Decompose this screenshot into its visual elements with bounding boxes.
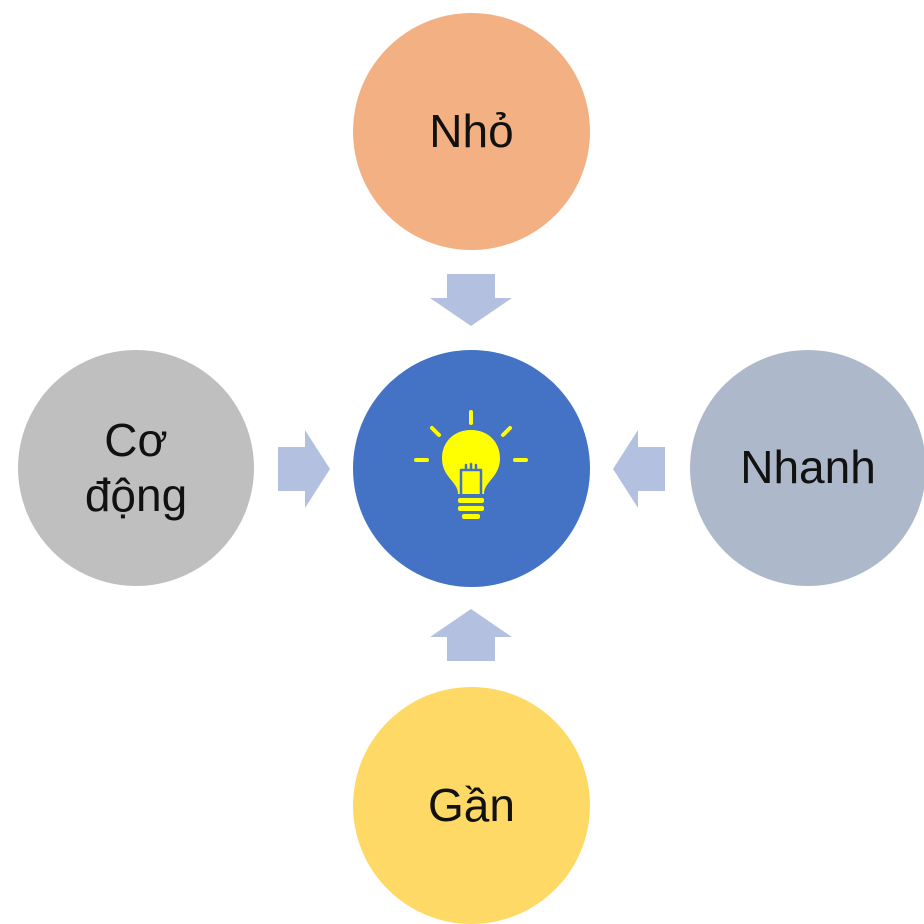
node-top: Nhỏ xyxy=(353,13,590,250)
arrow-down-icon xyxy=(430,274,512,326)
arrow-right-icon xyxy=(278,430,330,508)
arrow-up-icon xyxy=(430,609,512,661)
arrow-left-icon xyxy=(613,430,665,508)
node-left: Cơ động xyxy=(18,350,254,586)
node-left-label: Cơ động xyxy=(84,413,188,521)
node-right: Nhanh xyxy=(690,350,924,586)
node-bottom-label: Gần xyxy=(428,778,515,831)
lightbulb-icon xyxy=(414,410,528,519)
node-right-label: Nhanh xyxy=(740,441,876,494)
node-bottom: Gần xyxy=(353,687,590,924)
node-top-label: Nhỏ xyxy=(429,104,514,157)
